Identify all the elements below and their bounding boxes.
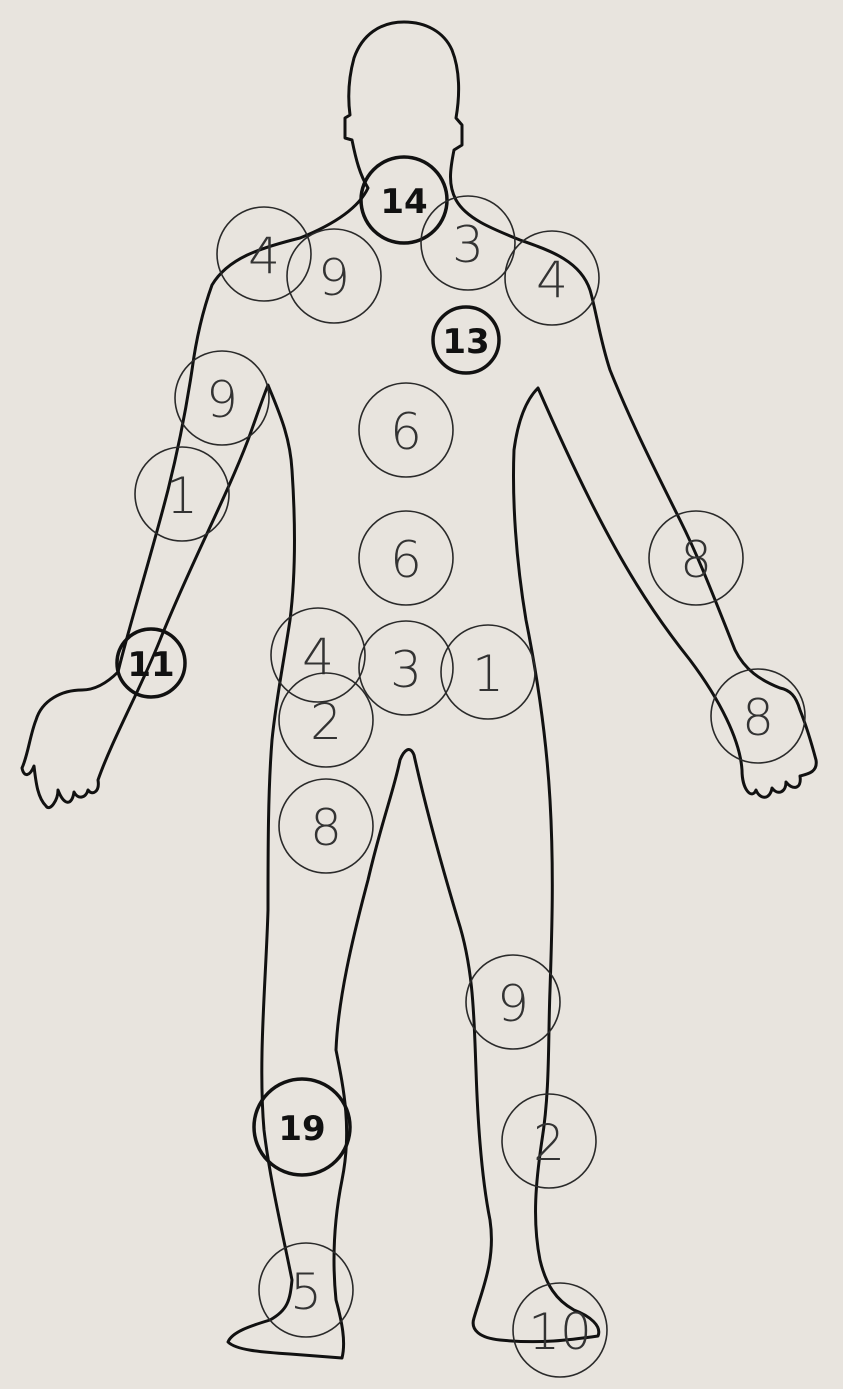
marker-label: 4 xyxy=(536,251,568,309)
pain-marker-right-calf: 2 xyxy=(502,1094,596,1188)
marker-label: 2 xyxy=(310,693,342,751)
marker-label: 3 xyxy=(390,641,422,699)
pain-marker-lower-back: 6 xyxy=(359,511,453,605)
marker-label: 13 xyxy=(442,322,489,362)
marker-label: 9 xyxy=(497,975,529,1033)
marker-label: 14 xyxy=(380,182,427,222)
pain-marker-right-foot: 10 xyxy=(513,1283,607,1377)
pain-marker-right-knee: 9 xyxy=(466,955,560,1049)
marker-label: 19 xyxy=(278,1109,325,1149)
pain-marker-upper-back: 13 xyxy=(433,307,499,373)
marker-label: 8 xyxy=(742,689,774,747)
pain-marker-neck: 14 xyxy=(361,157,447,243)
marker-label: 1 xyxy=(166,467,198,525)
marker-label: 11 xyxy=(127,645,174,685)
pain-marker-left-upper-trap: 9 xyxy=(287,229,381,323)
pain-marker-left-wrist: 11 xyxy=(117,629,185,697)
pain-marker-mid-back: 6 xyxy=(359,383,453,477)
pain-marker-right-hip: 1 xyxy=(441,625,535,719)
pain-marker-left-ankle: 5 xyxy=(259,1243,353,1337)
marker-label: 8 xyxy=(680,531,712,589)
pain-marker-left-calf: 19 xyxy=(254,1079,350,1175)
pain-marker-right-forearm: 8 xyxy=(649,511,743,605)
pain-marker-left-buttock: 2 xyxy=(279,673,373,767)
pain-marker-left-shoulder: 4 xyxy=(217,207,311,301)
marker-label: 1 xyxy=(472,645,504,703)
pain-marker-left-thigh: 8 xyxy=(279,779,373,873)
marker-label: 6 xyxy=(390,531,422,589)
pain-marker-left-elbow: 1 xyxy=(135,447,229,541)
marker-label: 2 xyxy=(533,1114,565,1172)
marker-label: 9 xyxy=(206,371,238,429)
marker-label: 4 xyxy=(248,227,280,285)
pain-marker-left-upper-arm: 9 xyxy=(175,351,269,445)
pain-marker-right-upper-trap: 3 xyxy=(421,196,515,290)
marker-label: 3 xyxy=(452,216,484,274)
pain-marker-lumbar-center: 3 xyxy=(359,621,453,715)
marker-label: 9 xyxy=(318,249,350,307)
marker-label: 6 xyxy=(390,403,422,461)
marker-label: 8 xyxy=(310,799,342,857)
marker-label: 5 xyxy=(290,1263,322,1321)
marker-label: 10 xyxy=(528,1303,592,1361)
